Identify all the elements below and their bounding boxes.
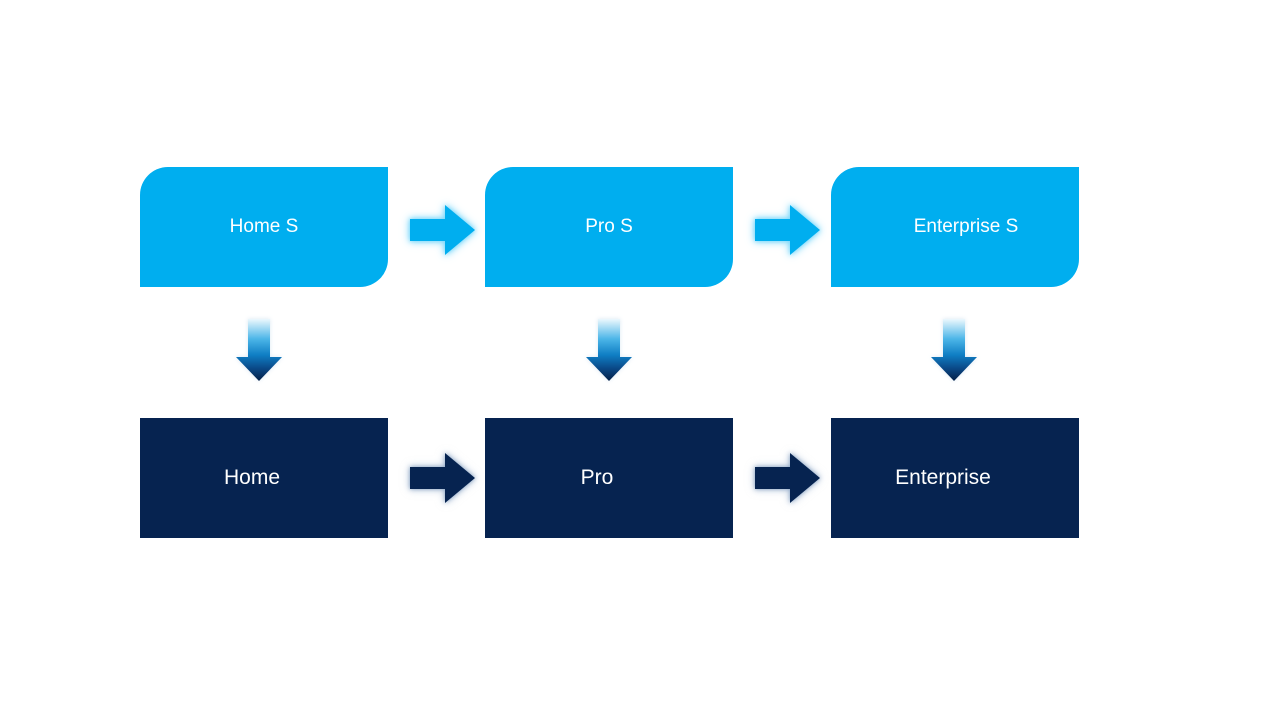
right-arrow-icon: [755, 453, 820, 503]
box-pro-s: Pro S: [485, 167, 733, 287]
box-home: Home: [140, 418, 388, 538]
box-enterprise-label: Enterprise: [895, 466, 991, 489]
down-arrow-icon: [236, 319, 282, 381]
box-enterprise-s-label: Enterprise S: [913, 216, 1019, 237]
right-arrow-icon: [410, 453, 475, 503]
box-home-s-label: Home S: [229, 216, 299, 237]
box-home-s: Home S: [140, 167, 388, 287]
down-arrow-icon: [931, 319, 977, 381]
box-enterprise-s: Enterprise S: [831, 167, 1079, 287]
down-arrow-icon: [586, 319, 632, 381]
box-enterprise: Enterprise: [831, 418, 1079, 538]
box-pro: Pro: [485, 418, 733, 538]
box-pro-s-label: Pro S: [585, 216, 633, 237]
right-arrow-icon: [755, 205, 820, 255]
box-home-label: Home: [223, 466, 281, 489]
box-pro-label: Pro: [580, 466, 614, 489]
right-arrow-icon: [410, 205, 475, 255]
